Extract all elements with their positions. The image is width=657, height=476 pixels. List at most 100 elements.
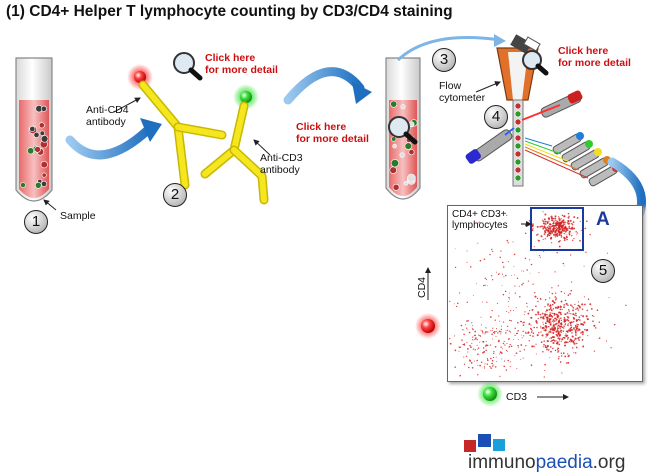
plot-dot: [575, 327, 578, 330]
plot-dot: [484, 365, 485, 367]
plot-dot: [562, 221, 565, 224]
plot-dot: [463, 356, 465, 358]
plot-dot: [497, 332, 499, 334]
plot-dot: [500, 328, 503, 331]
plot-dot: [473, 360, 475, 362]
plot-dot: [553, 301, 556, 304]
plot-dot: [555, 333, 558, 336]
plot-dot: [566, 319, 568, 321]
cell-icon: [29, 126, 36, 133]
plot-dot: [482, 301, 484, 303]
plot-dot: [476, 359, 479, 362]
light-path: [524, 137, 553, 147]
plot-dot: [472, 348, 475, 350]
plot-dot: [457, 302, 459, 305]
plot-dot: [520, 334, 522, 336]
plot-dot: [566, 222, 568, 224]
more-detail-link[interactable]: Click here for more detail: [205, 52, 278, 76]
more-detail-link[interactable]: Click here for more detail: [558, 45, 631, 69]
plot-dot: [519, 350, 521, 353]
plot-dot: [577, 304, 580, 307]
x-axis-label: CD3: [506, 391, 528, 403]
plot-dot: [471, 322, 473, 324]
plot-dot: [555, 231, 557, 233]
plot-dot: [549, 357, 551, 358]
plot-dot: [525, 345, 527, 347]
laser-icon: [521, 90, 583, 121]
plot-dot: [550, 230, 553, 232]
plot-dot: [551, 287, 553, 289]
plot-dot: [479, 259, 482, 262]
plot-dot: [544, 344, 547, 347]
plot-dot: [461, 339, 463, 341]
plot-dot: [548, 331, 550, 333]
plot-dot: [499, 256, 501, 259]
magnifier-icon[interactable]: [388, 116, 418, 145]
sample-tube-icon: [15, 57, 53, 202]
plot-dot: [548, 225, 551, 227]
plot-dot: [552, 228, 555, 231]
plot-dot: [558, 219, 561, 222]
plot-dot: [544, 363, 546, 366]
plot-dot: [610, 347, 612, 349]
plot-dot: [565, 323, 567, 325]
plot-dot: [474, 330, 477, 333]
brand-logo[interactable]: immunopaedia.org: [468, 452, 625, 474]
plot-dot: [487, 359, 489, 362]
more-detail-link[interactable]: Click here for more detail: [296, 121, 369, 145]
plot-dot: [566, 331, 569, 333]
plot-dot: [552, 341, 555, 345]
plot-dot: [484, 277, 486, 280]
plot-dot: [554, 227, 557, 229]
plot-dot: [567, 228, 569, 230]
plot-dot: [564, 223, 566, 226]
plot-dot: [570, 281, 573, 283]
plot-dot: [558, 245, 561, 248]
plot-dot: [449, 337, 451, 340]
plot-dot: [557, 358, 560, 360]
plot-dot: [486, 363, 489, 365]
plot-dot: [494, 332, 496, 334]
plot-dot: [539, 256, 541, 258]
plot-dot: [477, 353, 479, 356]
plot-dot: [524, 257, 527, 260]
plot-dot: [544, 325, 547, 328]
plot-dot: [568, 354, 570, 357]
plot-dot: [469, 360, 472, 362]
plot-dot: [567, 323, 569, 325]
plot-dot: [579, 336, 581, 338]
plot-dot: [489, 365, 491, 368]
page-title: (1) CD4+ Helper T lymphocyte counting by…: [6, 3, 453, 20]
plot-dot: [580, 332, 582, 334]
plot-dot: [508, 305, 510, 307]
plot-dot: [485, 349, 487, 352]
plot-dot: [543, 376, 545, 378]
plot-dot: [551, 231, 554, 234]
plot-dot: [560, 340, 562, 342]
cube-logo-icon: [464, 434, 505, 452]
plot-dot: [511, 274, 512, 276]
plot-dot: [625, 304, 627, 307]
plot-dot: [550, 350, 552, 353]
plot-dot: [554, 217, 557, 220]
plot-dot: [492, 365, 494, 367]
plot-dot: [569, 292, 572, 295]
plot-dot: [534, 295, 537, 298]
plot-dot: [594, 327, 597, 329]
plot-dot: [558, 217, 560, 219]
magnifier-icon[interactable]: [522, 50, 549, 76]
plot-dot: [547, 231, 549, 233]
plot-dot: [545, 311, 547, 313]
plot-dot: [531, 308, 534, 311]
plot-dot: [563, 292, 566, 294]
arrow-icon: [283, 67, 365, 105]
plot-dot: [472, 336, 474, 338]
cd3-fluor-icon: [477, 381, 503, 407]
plot-dot: [528, 323, 531, 326]
plot-dot: [568, 230, 571, 233]
plot-dot: [514, 334, 516, 337]
gate-box[interactable]: [530, 207, 584, 251]
plot-dot: [570, 339, 572, 341]
plot-dot: [467, 351, 469, 353]
magnifier-icon[interactable]: [173, 52, 203, 81]
